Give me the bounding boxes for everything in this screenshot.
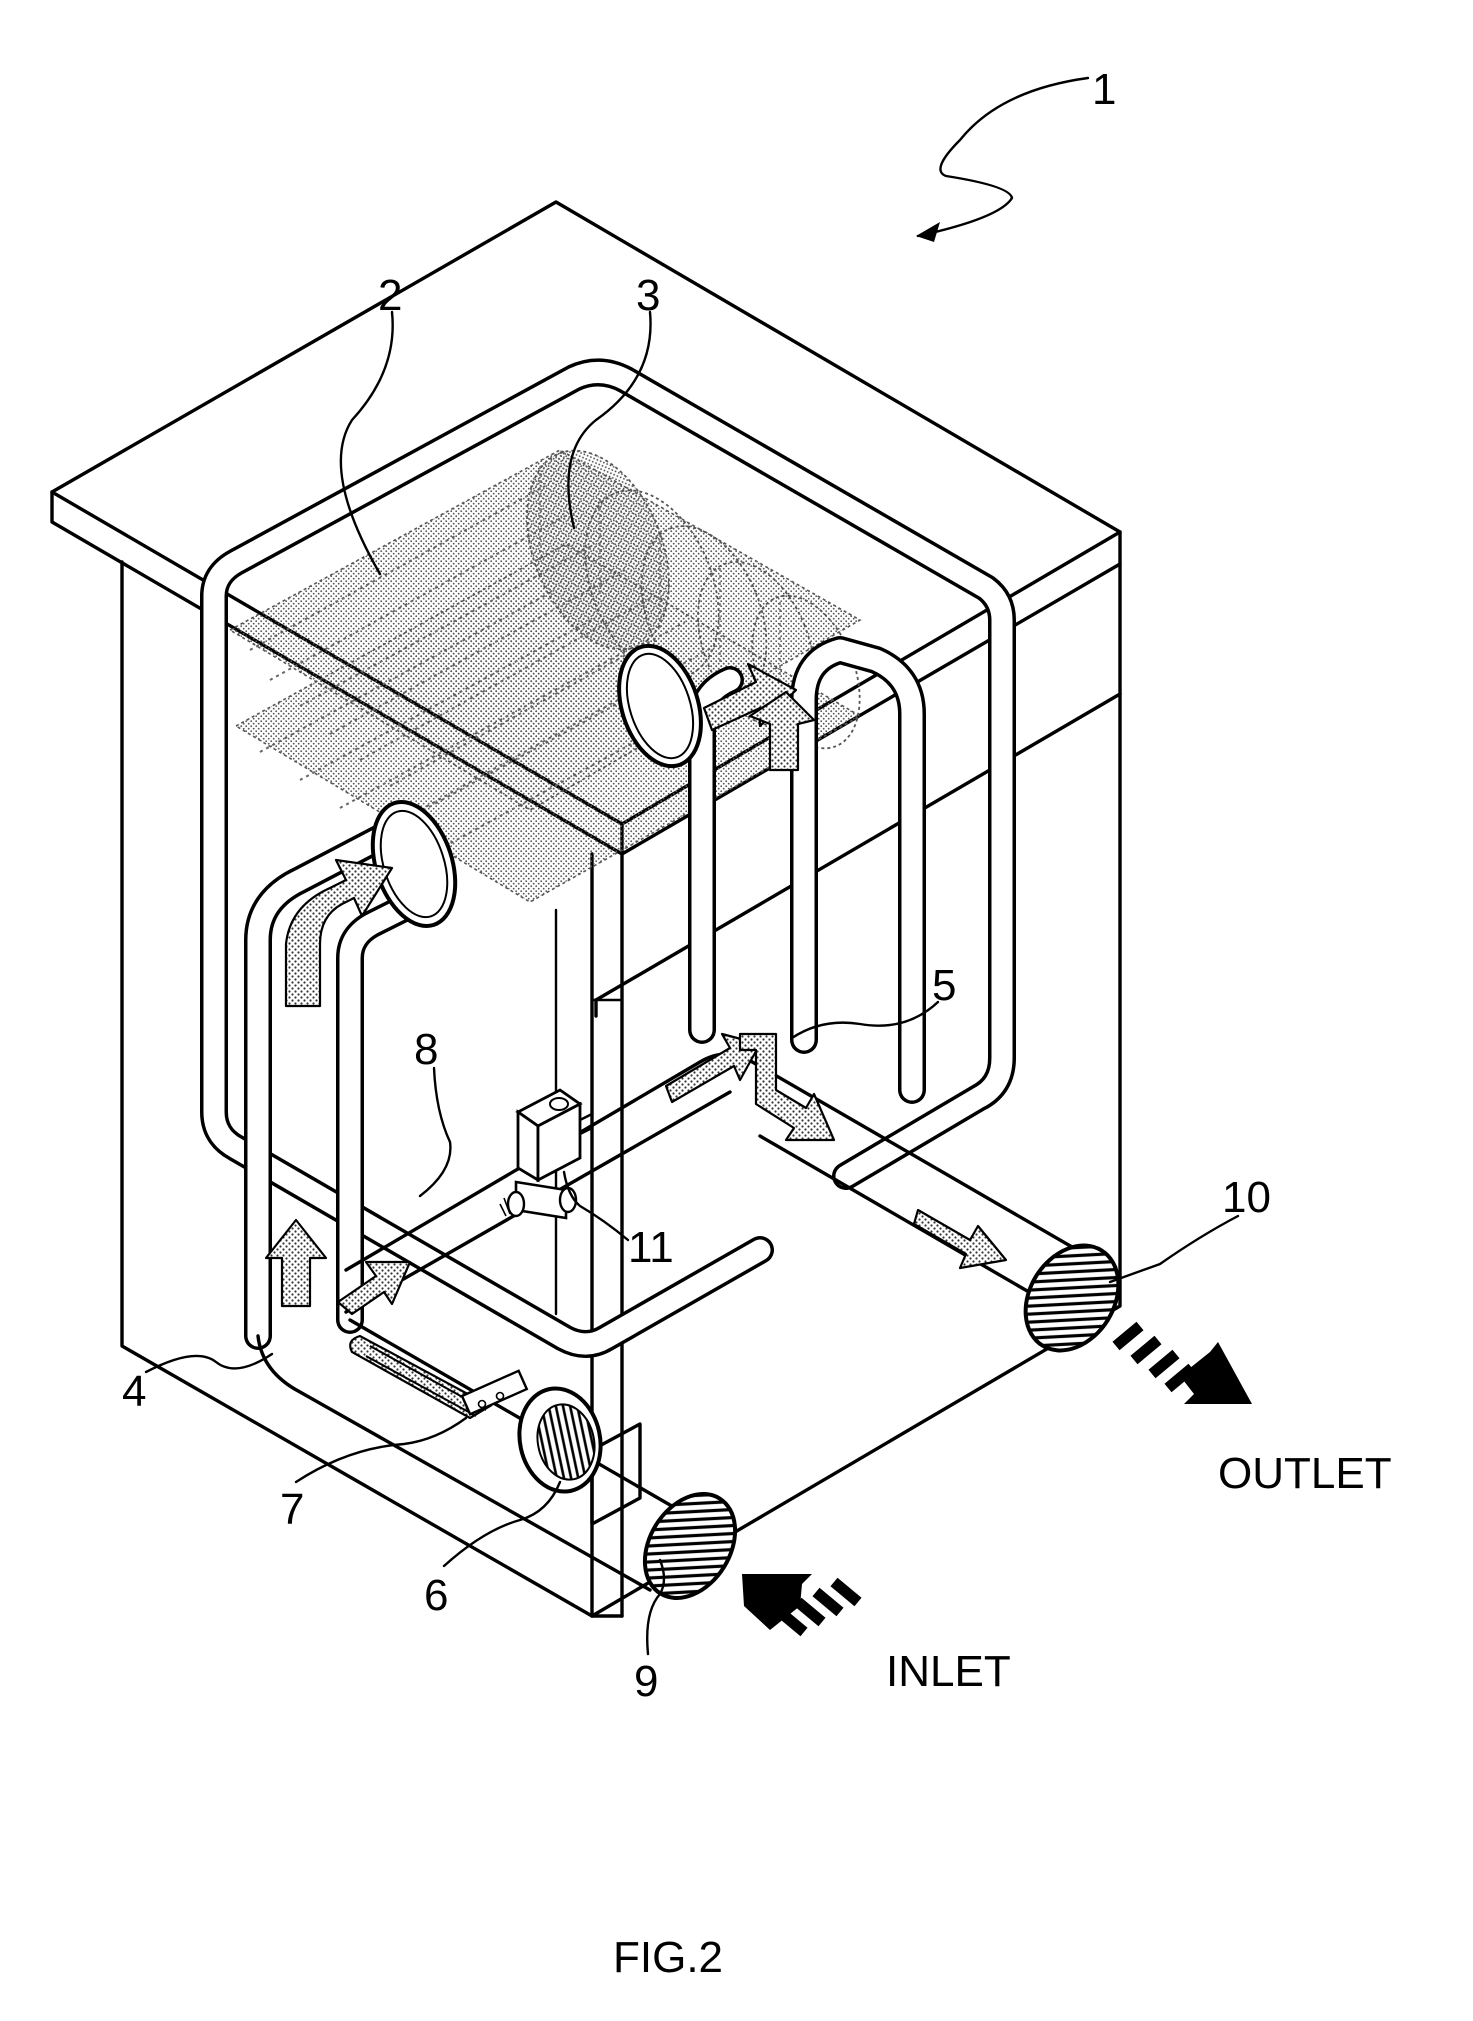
- valve: [500, 1090, 592, 1218]
- ref-5: 5: [932, 961, 956, 1010]
- ref-1: 1: [1092, 65, 1116, 114]
- ref-11: 11: [628, 1223, 674, 1272]
- ref-2: 2: [378, 271, 402, 320]
- ref-4: 4: [122, 1367, 146, 1416]
- outlet-arrow: [1116, 1326, 1252, 1404]
- outlet-label: OUTLET: [1218, 1449, 1392, 1498]
- inlet-grille: [626, 1477, 753, 1614]
- ref-9: 9: [634, 1657, 658, 1706]
- ref-3: 3: [636, 271, 660, 320]
- ref-10: 10: [1222, 1173, 1271, 1222]
- ref-8: 8: [414, 1025, 438, 1074]
- figure-caption: FIG.2: [613, 1933, 723, 1982]
- ref-7: 7: [280, 1485, 304, 1534]
- inlet-label: INLET: [886, 1647, 1011, 1696]
- inlet-arrow: [742, 1574, 858, 1632]
- ref-6: 6: [424, 1571, 448, 1620]
